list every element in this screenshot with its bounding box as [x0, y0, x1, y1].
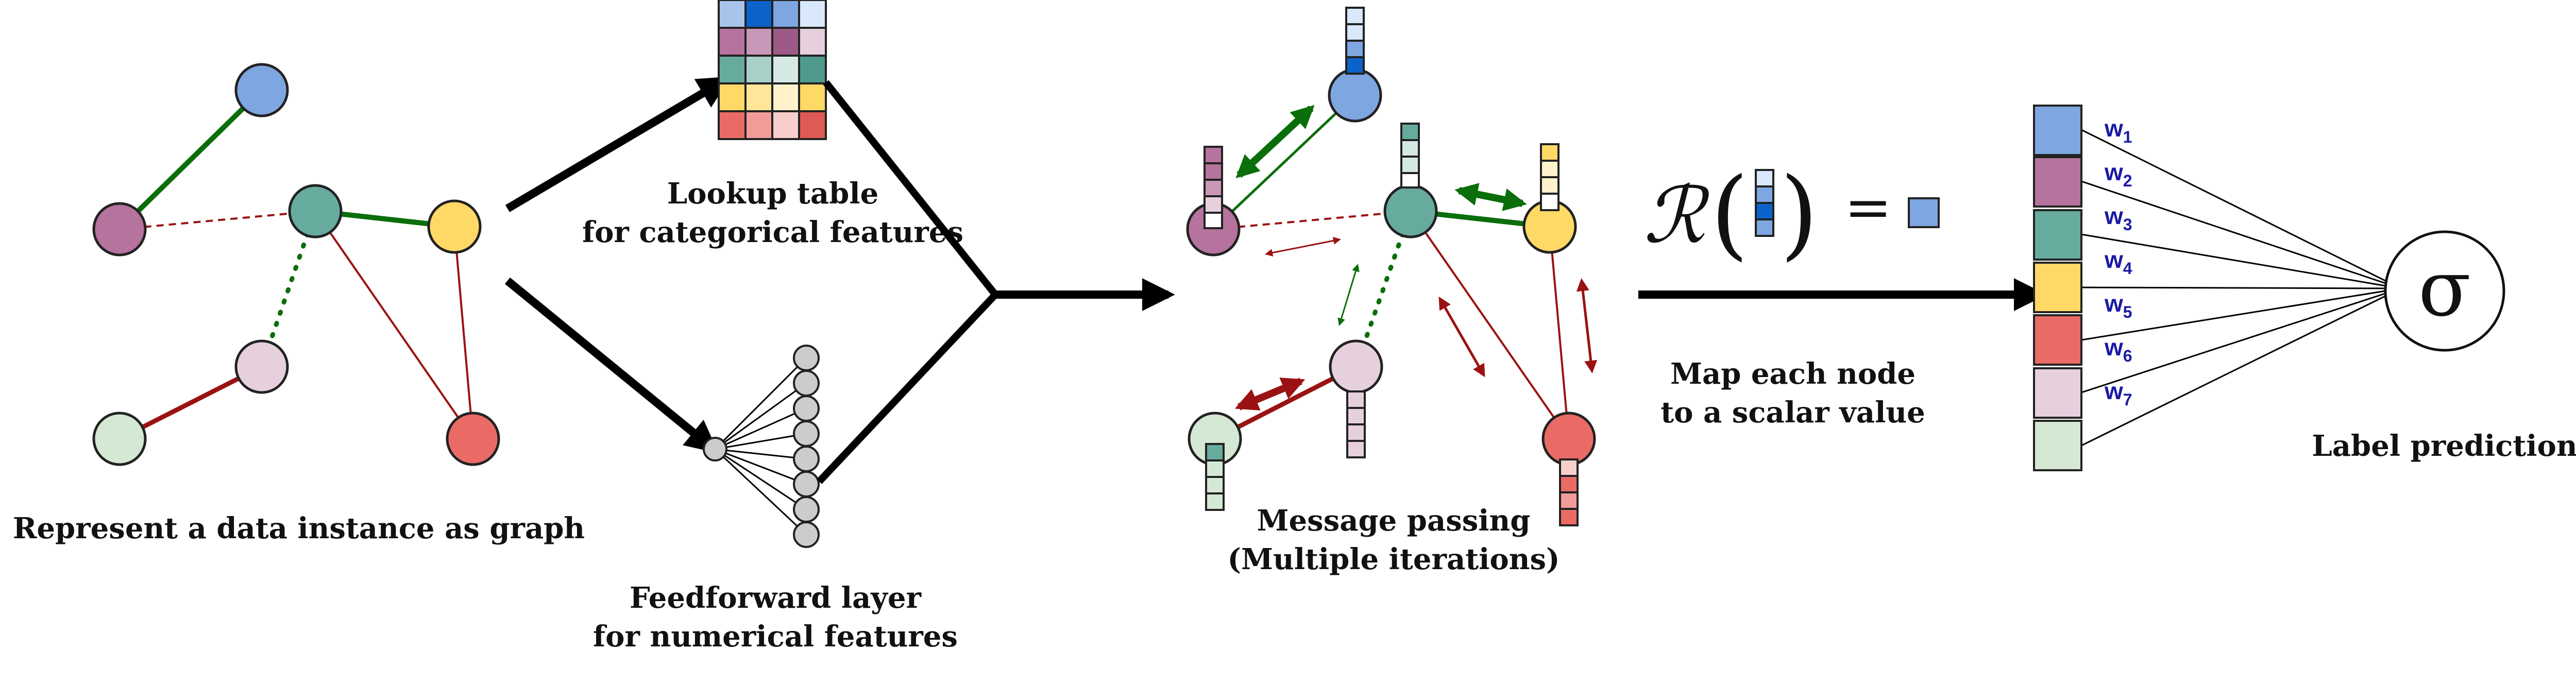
message-arrow	[1438, 296, 1485, 378]
output-neuron	[793, 370, 820, 397]
embedding-vector-purple	[1204, 146, 1223, 229]
message-arrow	[1337, 264, 1360, 326]
embedding-vector-blue	[1345, 7, 1365, 75]
mp-node-teal	[1383, 184, 1438, 238]
message-passing-graph	[1186, 7, 1598, 526]
scalar-node-6	[2033, 367, 2082, 419]
node-mint	[92, 412, 147, 466]
message-arrow	[1454, 183, 1527, 211]
weight-label-3: w3	[2104, 202, 2132, 234]
mp-node-red	[1541, 412, 1596, 466]
sigmoid-node	[2384, 230, 2505, 352]
weight-label-1: w1	[2104, 115, 2132, 146]
embedding-vector-yellow	[1540, 143, 1560, 211]
output-neuron	[793, 521, 820, 548]
scalar-node-7	[2033, 420, 2082, 471]
output-neuron	[793, 420, 820, 447]
message-arrow	[1576, 278, 1598, 373]
node-pink	[234, 339, 289, 394]
node-red	[446, 412, 500, 466]
message-arrow	[1265, 236, 1341, 257]
weight-label-6: w6	[2104, 334, 2132, 365]
embedding-vector-red	[1559, 458, 1579, 526]
arrow-to-lookup	[505, 76, 732, 212]
edge-teal-pink	[259, 209, 318, 369]
sigma-symbol: σ	[2418, 244, 2471, 334]
mp-node-pink	[1329, 339, 1383, 394]
scalar-node-1	[2033, 105, 2082, 156]
readout-equals: =	[1844, 174, 1892, 240]
readout-scalar	[1908, 197, 1940, 228]
scalar-node-2	[2033, 156, 2082, 208]
feedforward-layer	[703, 345, 820, 548]
message-arrow	[1234, 378, 1306, 411]
caption-label: Label prediction	[2312, 429, 2576, 463]
readout-formula: ℛ ( ) =	[1643, 157, 1940, 270]
weight-label-4: w4	[2104, 246, 2132, 278]
edge-blue-purple	[117, 88, 264, 231]
input-neuron	[703, 437, 727, 461]
edge-teal-red	[314, 210, 474, 440]
embedding-vector-teal	[1400, 123, 1420, 189]
lookup-table	[718, 0, 827, 140]
input-graph	[92, 63, 500, 466]
output-neuron	[793, 496, 820, 523]
caption-ff-2: for numerical features	[593, 620, 958, 654]
embedding-vector-pink	[1346, 390, 1366, 458]
node-blue	[234, 63, 289, 117]
caption-map-2: to a scalar value	[1660, 396, 1925, 430]
node-yellow	[427, 199, 482, 254]
caption-mp-2: (Multiple iterations)	[1228, 542, 1560, 576]
embedding-vector-mint	[1205, 443, 1225, 511]
weight-labels: w1 w2 w3 w4 w5 w6 w7	[2104, 115, 2132, 409]
readout-close-paren: )	[1780, 157, 1818, 270]
weight-label-5: w5	[2104, 290, 2132, 321]
caption-ff-1: Feedforward layer	[630, 581, 922, 615]
output-neuron	[793, 471, 820, 498]
weight-lines	[2081, 129, 2401, 447]
scalar-node-3	[2033, 209, 2082, 261]
caption-map-1: Map each node	[1670, 357, 1916, 391]
readout-vector	[1755, 169, 1774, 237]
edge-purple-teal	[119, 210, 316, 230]
output-neuron	[793, 446, 820, 472]
caption-mp-1: Message passing	[1257, 504, 1531, 538]
merge-lines	[816, 80, 1001, 484]
readout-open-paren: (	[1710, 157, 1749, 270]
caption-graph: Represent a data instance as graph	[13, 511, 585, 545]
output-neuron	[793, 345, 820, 371]
scalar-column	[2033, 105, 2082, 471]
weight-label-7: w7	[2104, 378, 2132, 409]
message-arrow	[1235, 105, 1315, 179]
arrow-to-feedforward	[504, 277, 719, 454]
scalar-node-5	[2033, 314, 2082, 366]
caption-lookup-2: for categorical features	[582, 215, 963, 249]
readout-symbol: ℛ	[1643, 171, 1710, 261]
node-teal	[288, 184, 343, 238]
node-purple	[92, 202, 147, 256]
caption-lookup-1: Lookup table	[667, 177, 878, 211]
mp-node-blue	[1328, 68, 1382, 123]
output-neuron	[793, 395, 820, 422]
weight-label-2: w2	[2104, 159, 2132, 190]
edge-yellow-red	[453, 226, 474, 439]
scalar-node-4	[2033, 262, 2082, 313]
